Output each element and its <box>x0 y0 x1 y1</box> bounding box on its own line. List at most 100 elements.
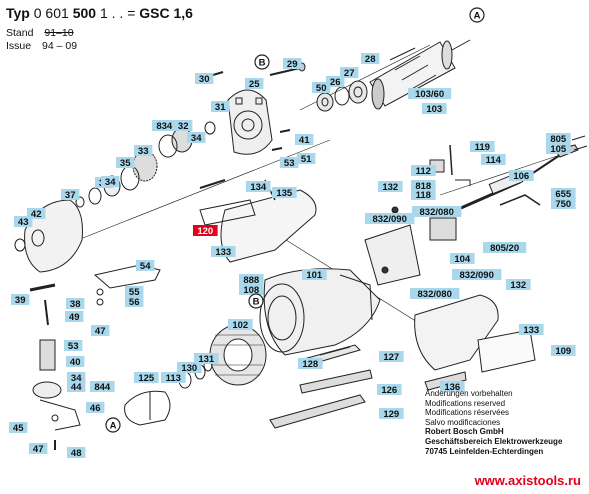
callout-844: 844 <box>90 381 115 393</box>
callout-text: 37 <box>65 190 76 201</box>
callout-text: 128 <box>302 359 318 370</box>
callout-box <box>66 356 85 367</box>
callout-box <box>193 225 218 236</box>
callout-text: 844 <box>94 382 111 393</box>
armature-drawing <box>369 39 471 110</box>
callout-50: 50 <box>312 82 331 94</box>
company-name: Robert Bosch GmbH <box>425 427 504 437</box>
callout-box <box>519 324 544 335</box>
callout-38: 38 <box>66 298 85 310</box>
callout-box <box>326 76 345 87</box>
callout-text: 46 <box>90 403 101 414</box>
issue-line: Issue 94 – 09 <box>6 40 77 52</box>
callout-box <box>361 53 380 64</box>
callout-text: 129 <box>383 409 399 420</box>
callout-136: 136 <box>440 381 465 393</box>
marker-circle <box>254 54 270 70</box>
marker-text: A <box>110 421 117 432</box>
callout-text: 103 <box>426 104 442 115</box>
marker-text: A <box>474 11 481 22</box>
callout-box <box>9 422 28 433</box>
callout-133b: 133 <box>519 324 544 336</box>
callout-text: 102 <box>232 320 248 331</box>
callout-box <box>422 103 447 114</box>
callout-text: 49 <box>69 312 80 323</box>
callout-box <box>11 294 30 305</box>
callout-text: 40 <box>70 357 81 368</box>
callout-text: 832/090 <box>373 214 407 225</box>
note-es: Salvo modificaciones <box>425 417 501 427</box>
callout-box <box>116 157 135 168</box>
callout-box <box>67 372 86 383</box>
callout-text: 47 <box>95 326 106 337</box>
callout-box <box>27 208 46 219</box>
callout-box <box>14 216 33 227</box>
callout-51: 51 <box>297 153 316 165</box>
callout-box <box>161 372 186 383</box>
callout-text: 32 <box>178 121 189 132</box>
callout-box <box>67 447 86 458</box>
callout-box <box>64 340 83 351</box>
callout-53b: 53 <box>64 340 83 352</box>
note-en: Modifications reserved <box>425 398 506 408</box>
callout-53a: 53 <box>280 157 299 169</box>
callout-text: 127 <box>383 352 399 363</box>
callout-box <box>29 443 48 454</box>
callout-40: 40 <box>66 356 85 368</box>
callout-750: 750 <box>551 198 576 210</box>
marker-text: B <box>259 58 266 69</box>
callout-box <box>411 180 436 191</box>
callout-text: 834 <box>156 121 173 132</box>
callout-45: 45 <box>9 422 28 434</box>
callout-34c: 34 <box>67 372 86 384</box>
screw-drawings <box>54 71 291 450</box>
callout-box <box>411 165 436 176</box>
callout-832-090a: 832/090 <box>365 213 415 225</box>
callout-text: 48 <box>71 448 82 459</box>
callout-text: 47 <box>33 444 44 455</box>
shoe-drawing <box>414 294 536 391</box>
callout-108: 108 <box>239 284 264 296</box>
note-de: Änderungen vorbehalten <box>425 389 513 398</box>
callout-127: 127 <box>379 351 404 363</box>
callout-132a: 132 <box>378 181 403 193</box>
callout-box <box>408 88 452 99</box>
callout-box <box>61 189 80 200</box>
callout-105: 105 <box>546 143 571 155</box>
callout-33: 33 <box>134 145 153 157</box>
company-address: 70745 Leinfelden-Echterdingen <box>425 446 544 456</box>
callout-box <box>295 134 314 145</box>
callout-box <box>125 296 144 307</box>
callout-text: 41 <box>299 135 310 146</box>
callout-text: 53 <box>68 341 79 352</box>
callout-55: 55 <box>125 286 144 298</box>
marker-B1: B <box>254 54 270 70</box>
callout-box <box>411 189 436 200</box>
brush-holder-drawing <box>124 390 171 426</box>
callout-box <box>136 260 155 271</box>
callout-text: 54 <box>140 261 151 272</box>
callout-27: 27 <box>340 67 359 79</box>
callout-109: 109 <box>551 345 576 357</box>
typ-prefix: Typ <box>6 5 30 21</box>
callout-133a: 133 <box>211 246 236 258</box>
callout-26: 26 <box>326 76 345 88</box>
callout-131: 131 <box>194 353 219 365</box>
callout-text: 35 <box>120 158 131 169</box>
callout-818: 818 <box>411 180 436 192</box>
field-coil-drawing <box>209 324 267 386</box>
callout-text: 134 <box>250 182 267 193</box>
typ-bold-number: 500 <box>72 5 97 21</box>
callout-text: 131 <box>198 354 215 365</box>
callout-114: 114 <box>481 154 506 166</box>
callout-text: 43 <box>18 217 29 228</box>
rail-parts-drawing <box>269 344 373 429</box>
callout-box <box>177 362 202 373</box>
callout-text: 832/080 <box>420 207 454 218</box>
website-url[interactable]: www.axistools.ru <box>474 473 581 488</box>
callout-box <box>239 284 264 295</box>
callout-text: 132 <box>382 182 398 193</box>
callout-text: 28 <box>365 54 376 65</box>
